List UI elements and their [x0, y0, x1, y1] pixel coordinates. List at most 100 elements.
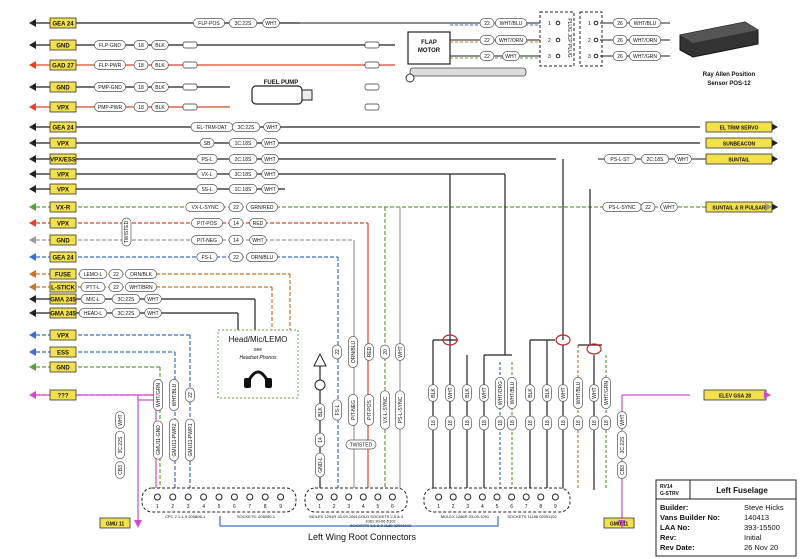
title-block-key-3: Rev: — [660, 533, 676, 542]
wire-label-15-1-text: 22 — [113, 285, 119, 291]
pos-color-2-pill — [502, 51, 520, 61]
arrow-right-icon — [771, 155, 778, 163]
headset-see: see — [254, 347, 262, 353]
wire-label-7-2-pill — [261, 154, 279, 164]
wire-label-10-2-pill — [246, 202, 278, 212]
socket-pin-icon — [593, 20, 599, 26]
connector-2-pin-icon — [330, 493, 338, 501]
arrow-left-icon — [29, 331, 36, 339]
wire-label-1-2-pill — [151, 40, 169, 50]
gmu-vert-name-1-text: GMU11-PWR2 — [172, 423, 178, 456]
wire-label-1-0-pill — [94, 40, 126, 50]
wire-label-12-0-pill — [191, 235, 223, 245]
dest-tag-0-box — [705, 121, 773, 133]
wire-label-2-0-text: FLP-PWR — [99, 63, 122, 69]
connector-1-pin-2: 3 — [187, 504, 190, 510]
pos-gauge2-0-pill — [612, 18, 628, 28]
dest-tag-2-text: SUNTAIL — [728, 158, 749, 164]
gnd-l-gauge-text: 14 — [318, 437, 324, 443]
signal-tag-8-box — [49, 168, 77, 180]
twisted-tag-1-box — [121, 217, 132, 247]
mid-vert-color-4-pill — [395, 343, 405, 361]
right-vert-gauge-1-text: 18 — [448, 420, 454, 426]
right-vert-gauge-6-text: 18 — [528, 420, 534, 426]
right-vert-color-0-text: BLK — [431, 388, 437, 398]
wire-label-8-2-pill — [261, 169, 279, 179]
wire-label-0-2-text: WHT — [265, 21, 276, 27]
wire-label-17-2-text: WHT — [147, 311, 158, 317]
signal-tag-17-box — [49, 307, 77, 319]
signal-tag-9-box — [49, 183, 77, 195]
wire-label-1-2-text: BLK — [155, 43, 165, 49]
wire-label-6-1-text: 1C:18S — [235, 141, 252, 147]
right-vert-gauge-9-text: 18 — [576, 420, 582, 426]
wire-label-8-0-pill — [196, 169, 218, 179]
signal-tag-17-text: GMA 245 — [50, 312, 76, 318]
connector-2-label-left: MOLEX 1291R 33-09-1061 — [309, 514, 358, 519]
dest-tag-1-text: SUNBEACON — [723, 142, 756, 148]
connector-3-pin-icon — [508, 493, 516, 501]
right-vert-color-3-pill — [479, 384, 489, 402]
wire-label-2-1-text: 18 — [138, 63, 144, 69]
signal-tag-2-text: GAD 27 — [52, 64, 74, 70]
cb-right-2-text: CB3 — [620, 465, 626, 475]
right-vert-color-5-pill — [507, 377, 517, 409]
signal-tag-0-box — [49, 17, 77, 29]
wire-label-16-1-pill — [111, 294, 141, 304]
plug-pin-icon — [555, 37, 561, 43]
arrow-left-icon — [29, 155, 36, 163]
ps-l-sync-label-text: PS-L-SYNC — [609, 205, 636, 211]
wire-label-11-0-text: PIT-POS — [197, 221, 217, 227]
arrow-left-icon — [29, 123, 36, 131]
wire-label-9-0-text: SS-L — [201, 187, 212, 193]
mid-vert-name-2-pill — [364, 394, 374, 426]
mid-vert-color-1-pill — [348, 336, 358, 368]
gmu-vert-color-2-pill — [185, 387, 195, 403]
right-vert-color-6-pill — [525, 384, 535, 402]
title-block-value-2: 393-15500 — [744, 523, 780, 532]
connector-2-pin-0: 1 — [318, 504, 321, 510]
mid-vert-name-2-text: PIT-POS — [367, 399, 373, 419]
connector-3-pin-0: 1 — [437, 504, 440, 510]
mid-vert-name-0-pill — [332, 399, 342, 421]
connector-1-pin-icon — [215, 493, 223, 501]
signal-tag-13-text: GEA 24 — [52, 256, 74, 262]
connector-2-pin-icon — [374, 493, 382, 501]
ps-l-st-color-pill — [674, 154, 692, 164]
signal-tag-19-box — [49, 346, 77, 358]
connector-3-pin-icon — [493, 493, 501, 501]
fuel-pump-body — [251, 85, 303, 105]
arrow-left-icon — [29, 185, 36, 193]
ps-l-st-label-pill — [604, 154, 636, 164]
signal-tag-21-box — [49, 389, 77, 401]
signal-tag-19-text: ESS — [57, 351, 69, 357]
pos-gauge2-2-pill — [612, 51, 628, 61]
wire-label-15-2-pill — [125, 282, 157, 292]
signal-tag-1-box — [49, 39, 77, 51]
pos-color2-0-pill — [629, 18, 661, 28]
wire-label-15-0-pill — [80, 282, 106, 292]
wire-label-17-1-text: 3C:22S — [118, 311, 135, 317]
ps-l-st-color-text: WHT — [677, 157, 688, 163]
wire-label-9-2-text: WHT — [264, 187, 275, 193]
title-block-key-2: LAA No: — [660, 523, 690, 532]
connector-3-pin-4: 5 — [496, 504, 499, 510]
connector-1-label-left: CPC 2 1-1-9 205806-1 — [165, 514, 206, 519]
inline-connector-r-2 — [364, 83, 380, 91]
wire-label-5-2-text: WHT — [266, 125, 277, 131]
right-vert-gauge-11-text: 18 — [604, 420, 610, 426]
wire-label-12-1-pill — [228, 235, 244, 245]
dest-tag-2-box — [705, 153, 773, 165]
wire-label-13-1-pill — [228, 252, 244, 262]
cb-right-0-pill — [617, 411, 627, 429]
title-block-value-4: 26 Nov 20 — [744, 543, 778, 552]
connector-3-pin-5: 6 — [510, 504, 513, 510]
title-block — [655, 479, 797, 557]
cb-right-1-text: 3C:22S — [620, 436, 626, 453]
wire-label-17-1-pill — [111, 308, 141, 318]
cb-left-1-pill — [115, 430, 125, 460]
arrow-left-icon — [29, 170, 36, 178]
pos-gauge-2-pill — [479, 51, 495, 61]
ps-l-st-gauge-pill — [640, 154, 670, 164]
